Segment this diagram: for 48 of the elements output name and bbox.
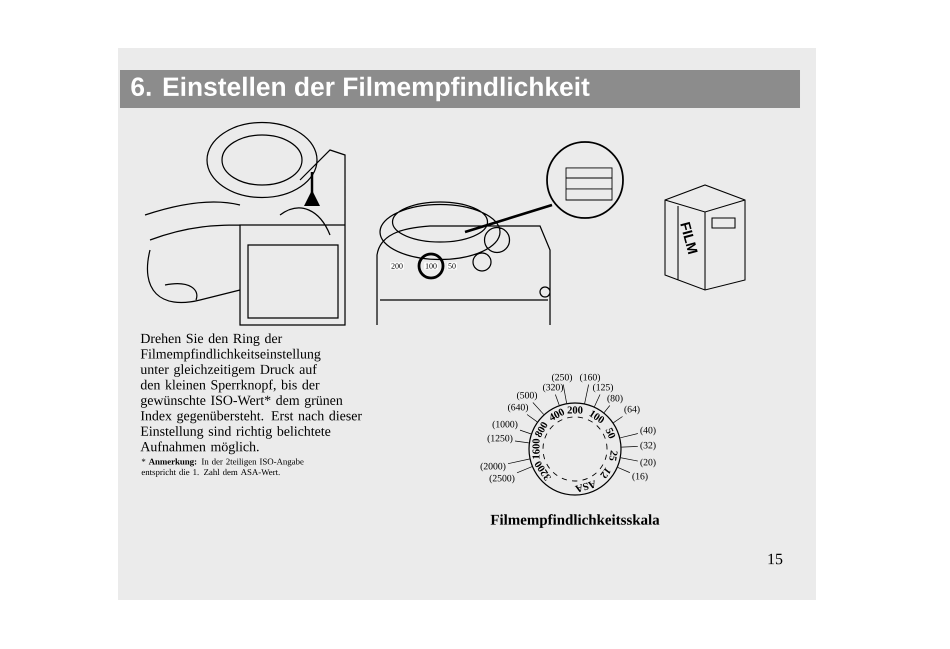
instruction-paragraph: Drehen Sie den Ring der Filmempfindlichkeitseinstellung unter gleichzeitigem Druck auf den kleinen Sperrknopf, bis der gewünschte ISO-Wert* dem grünen Index gegenübersteht. Erst nach dieser Einstellung sind richtig belichtete Aufnahmen möglich. (140, 333, 362, 454)
scale-value: (2500) (490, 474, 514, 484)
leader-line (555, 394, 560, 406)
scale-value: (16) (632, 472, 648, 482)
scale-value: (125) (592, 384, 614, 392)
leader-line (584, 384, 589, 404)
scale-value: ASA (574, 480, 595, 492)
leader-line (620, 457, 638, 462)
scale-value: (640) (508, 404, 528, 412)
leader-line (620, 433, 638, 438)
leader-line (516, 466, 532, 474)
scale-value: 200 (568, 406, 583, 414)
scale-value: (1000) (492, 420, 518, 430)
leader-line (621, 446, 638, 448)
footnote: *Anmerkung: In der 2teiligen ISO-Angabe entspricht die 1. Zahl dem ASA-Wert. (142, 458, 304, 477)
scale-value: (80) (607, 394, 623, 404)
leader-line (562, 384, 567, 404)
scale-value: (32) (640, 442, 656, 450)
caption: Filmempfindlichkeitsskala (490, 514, 660, 528)
page-number: 15 (768, 554, 782, 564)
leader-line (617, 467, 630, 473)
dial-ring (528, 402, 622, 496)
leader-line (613, 416, 623, 424)
scale-value: 1600 (532, 438, 540, 459)
scale-value: 25 (609, 450, 618, 461)
leader-line (514, 440, 530, 444)
leader-line (520, 430, 532, 434)
scale-value: 100 (589, 410, 604, 423)
scale-value: (40) (640, 426, 656, 436)
scale-value: 800 (535, 422, 548, 438)
scale-value: (160) (580, 374, 600, 382)
leader-line (532, 402, 544, 415)
scale-value: (2000) (480, 462, 506, 472)
scale-value: 50 (606, 428, 616, 438)
leader-line (604, 405, 610, 413)
scale-value: (64) (624, 406, 640, 414)
leader-line (508, 458, 530, 464)
scale-value: 400 (550, 408, 564, 420)
scale-value: (320) (542, 384, 564, 392)
box-lettering: FILM (680, 222, 698, 254)
leader-line (594, 394, 600, 407)
scale-value: (250) (552, 374, 572, 382)
scale-value: 12 (600, 467, 610, 478)
title-band: 6. Einstellen der Filmempfindlichkeit (120, 70, 800, 108)
leader-line (526, 414, 538, 422)
scale-value: (500) (516, 392, 538, 400)
scale-value: (20) (640, 458, 656, 468)
scale-value: (1250) (488, 434, 512, 444)
